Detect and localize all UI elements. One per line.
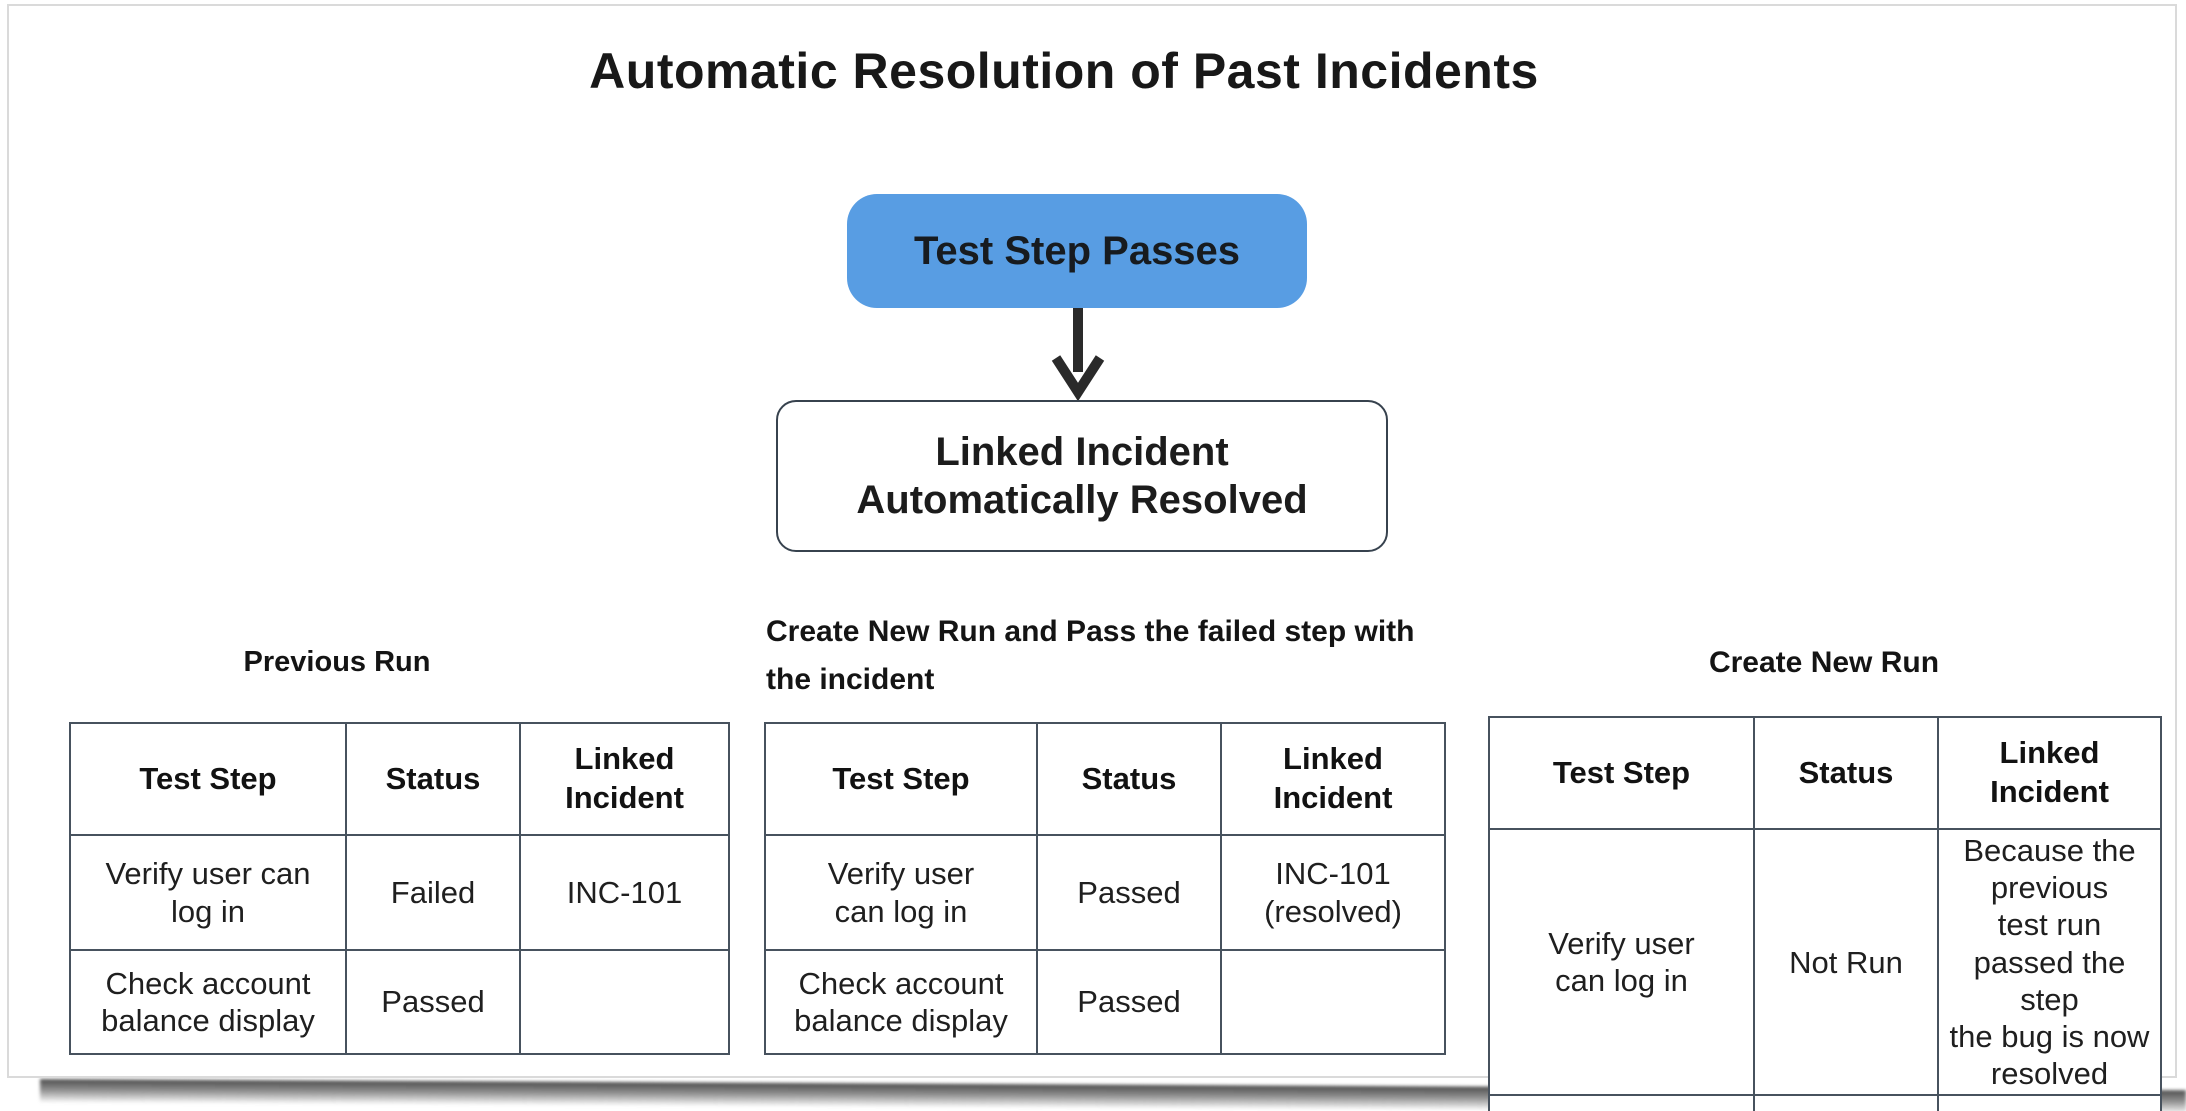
table-header-row: Test Step Status Linked Incident — [764, 722, 1446, 836]
header-linked-incident: Linked Incident — [519, 722, 730, 836]
cell-linked-incident-note: Because the previous test run passed the… — [1937, 827, 2162, 1097]
cell-status: Passed — [1036, 949, 1222, 1055]
cell-test-step: Check account balance display — [69, 949, 347, 1055]
header-test-step: Test Step — [1488, 716, 1755, 830]
table-new-run-pass-failed-step: Test Step Status Linked Incident Verify … — [764, 722, 1446, 1055]
section-title-new-run-pass: Create New Run and Pass the failed step … — [766, 615, 1415, 696]
cell-test-step: Verify user can log in — [1488, 827, 1755, 1097]
header-status: Status — [1036, 722, 1222, 836]
table-row: Verify user can log in Passed INC-101 (r… — [764, 834, 1446, 951]
table-previous-run: Test Step Status Linked Incident Verify … — [69, 722, 730, 1055]
header-status: Status — [345, 722, 521, 836]
table-row: Verify user can log in Failed INC-101 — [69, 834, 730, 951]
section-title-create-new-run: Create New Run — [1708, 646, 1940, 679]
cell-linked-incident — [519, 949, 730, 1055]
header-linked-incident: Linked Incident — [1220, 722, 1446, 836]
cell-test-step: Check account balance display — [764, 949, 1038, 1055]
header-test-step: Test Step — [764, 722, 1038, 836]
table-row: Verify user can log in Not Run Because t… — [1488, 827, 2162, 1097]
table-create-new-run: Test Step Status Linked Incident Verify … — [1488, 716, 2162, 1111]
cell-test-step: Verify user can log in — [69, 834, 347, 951]
flow-node-test-step-passes: Test Step Passes — [847, 194, 1307, 308]
cell-linked-incident — [1937, 1094, 2162, 1111]
document-page: Automatic Resolution of Past Incidents T… — [7, 4, 2177, 1111]
table-row: Check account balance display Passed — [764, 949, 1446, 1055]
cell-test-step: Check account balance display — [1488, 1094, 1755, 1111]
header-test-step: Test Step — [69, 722, 347, 836]
table-header-row: Test Step Status Linked Incident — [1488, 716, 2162, 830]
header-status: Status — [1753, 716, 1939, 830]
cell-status: Not Run — [1753, 827, 1939, 1097]
header-linked-incident: Linked Incident — [1937, 716, 2162, 830]
cell-status: Not Run — [1753, 1094, 1939, 1111]
table-header-row: Test Step Status Linked Incident — [69, 722, 730, 836]
down-arrow-icon — [1051, 308, 1105, 402]
cell-test-step: Verify user can log in — [764, 834, 1038, 951]
cell-status: Failed — [345, 834, 521, 951]
cell-linked-incident: INC-101 (resolved) — [1220, 834, 1446, 951]
table-row: Check account balance display Not Run — [1488, 1094, 2162, 1111]
cell-status: Passed — [1036, 834, 1222, 951]
table-row: Check account balance display Passed — [69, 949, 730, 1055]
section-title-previous-run: Previous Run — [243, 646, 431, 678]
page-title: Automatic Resolution of Past Incidents — [589, 43, 1539, 99]
cell-status: Passed — [345, 949, 521, 1055]
flow-node-linked-incident-resolved: Linked Incident Automatically Resolved — [776, 400, 1388, 552]
cell-linked-incident — [1220, 949, 1446, 1055]
cell-linked-incident: INC-101 — [519, 834, 730, 951]
